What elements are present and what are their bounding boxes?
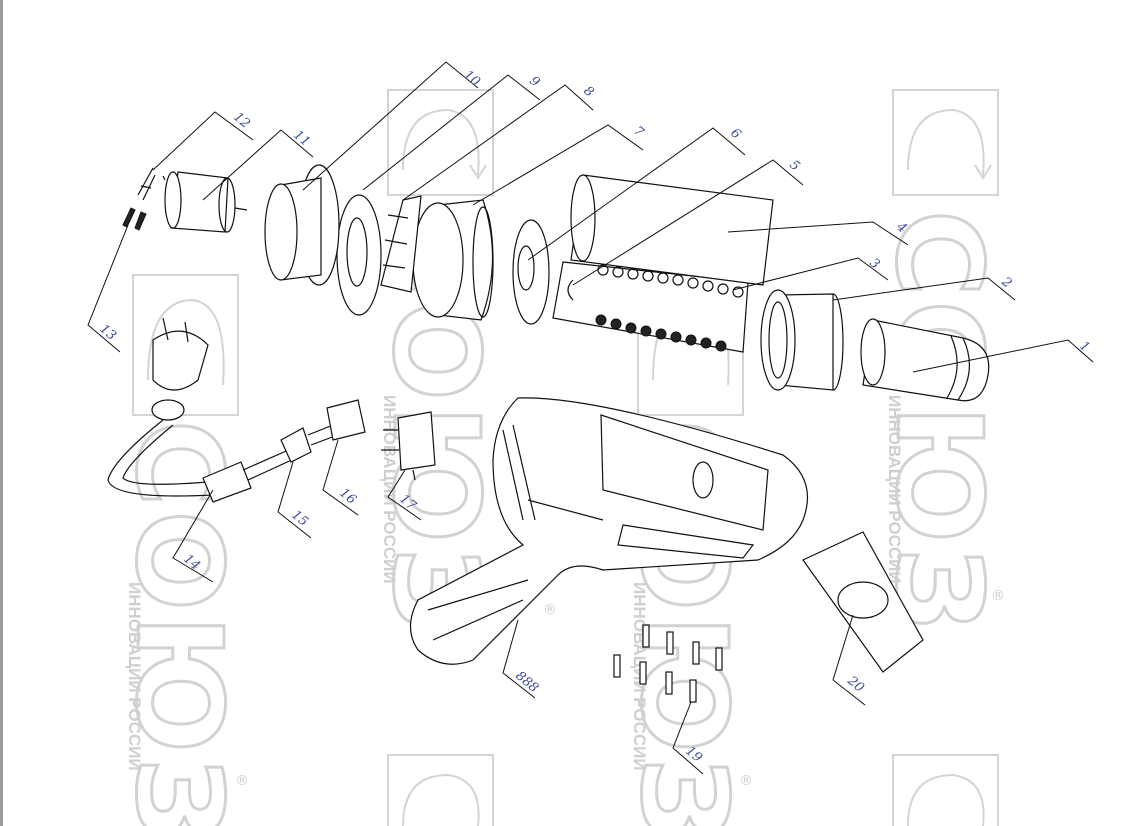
power-plug-cord <box>107 317 297 503</box>
label-11: 11 <box>290 128 312 150</box>
watermark-registered-mark: ® <box>543 602 557 618</box>
watermark-registered-mark: ® <box>991 588 1005 604</box>
label-888: 888 <box>512 669 541 696</box>
part-3-heating-element <box>552 261 749 353</box>
label-5: 5 <box>786 158 802 175</box>
part-20-stand <box>802 531 924 673</box>
label-7: 7 <box>630 124 647 141</box>
svg-text:ИННОВАЦИИ РОССИИ: ИННОВАЦИИ РОССИИ <box>885 395 904 584</box>
watermark-logo-box <box>387 754 494 826</box>
label-6: 6 <box>727 126 743 143</box>
svg-text:СОЮЗ: СОЮЗ <box>870 210 1008 635</box>
exploded-view: СОЮЗ СОЮЗ СОЮЗ СОЮЗ ИННОВАЦИИ РОССИИ ИНН… <box>87 61 1094 826</box>
part-19-screws <box>613 624 723 703</box>
part-15-terminal <box>280 424 336 463</box>
leader-lines <box>87 61 1094 775</box>
watermark-registered-mark: ® <box>739 773 753 789</box>
watermark-registered-mark: ® <box>235 773 249 789</box>
label-13: 13 <box>96 322 118 344</box>
label-12: 12 <box>230 110 252 132</box>
part-16-capacitor <box>326 399 366 441</box>
part-888-housing <box>409 397 809 665</box>
label-15: 15 <box>288 508 310 530</box>
label-8: 8 <box>580 84 596 101</box>
part-9-mica-disc <box>336 194 382 316</box>
part-10-fan <box>264 164 340 286</box>
watermark-logo-box <box>132 274 239 416</box>
part-7-fan-housing <box>412 199 494 321</box>
label-1: 1 <box>1076 339 1092 356</box>
svg-text:ИННОВАЦИИ РОССИИ: ИННОВАЦИИ РОССИИ <box>380 395 399 584</box>
watermark-logo-box <box>387 89 494 196</box>
svg-text:ИННОВАЦИИ РОССИИ: ИННОВАЦИИ РОССИИ <box>125 582 144 771</box>
part-17-switch <box>381 411 436 481</box>
part-4-mica-tube <box>570 174 774 286</box>
watermark-logo-box <box>892 754 999 826</box>
label-10: 10 <box>460 68 482 90</box>
watermark-logo-box <box>892 89 999 196</box>
part-1-nozzle <box>860 318 990 402</box>
part-11-motor <box>162 171 248 233</box>
part-12-brushes <box>122 167 156 231</box>
label-9: 9 <box>526 74 542 91</box>
label-20: 20 <box>844 673 867 696</box>
label-16: 16 <box>336 486 358 508</box>
part-2-outer-tube <box>760 289 844 391</box>
part-6-holder <box>512 219 550 325</box>
part-8-switch-board <box>380 195 422 293</box>
